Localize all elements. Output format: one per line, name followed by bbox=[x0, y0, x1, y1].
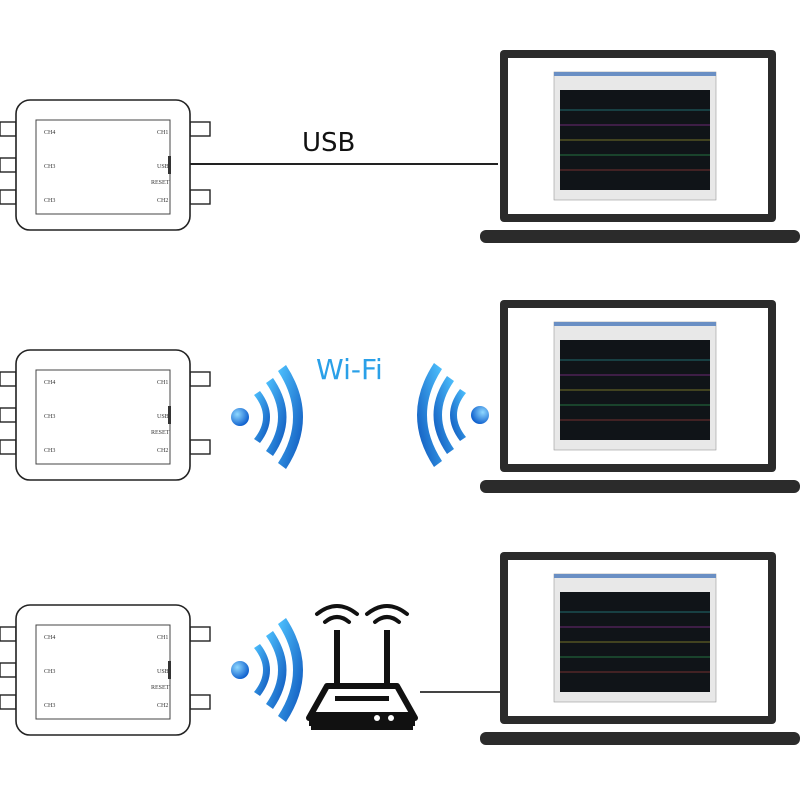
wifi-connection-row: CH4 CH1 CH3 USB RESET CH3 CH2 bbox=[0, 255, 800, 515]
port-label-ch3: CH3 bbox=[44, 164, 55, 170]
router-connection-row: CH4 CH1 CH3 USB RESET CH3 CH2 bbox=[0, 510, 800, 770]
oscilloscope-box-icon: CH4 CH1 CH3 USB RESET CH3 CH2 bbox=[0, 604, 211, 736]
oscilloscope-box-icon: CH4 CH1 CH3 USB RESET CH3 CH2 bbox=[0, 349, 211, 481]
oscilloscope-box-icon: CH4 CH1 CH3 USB RESET CH3 CH2 bbox=[0, 99, 211, 231]
port-label-ch2: CH2 bbox=[157, 198, 168, 204]
connection-label-wifi: Wi-Fi bbox=[316, 353, 383, 386]
port-label-usb: USB bbox=[157, 414, 169, 420]
port-label-reset: RESET bbox=[151, 430, 170, 436]
laptop-icon bbox=[480, 552, 800, 745]
usb-connection-row: CH4 CH1 CH3 USB RESET CH3 CH2 USB bbox=[0, 0, 800, 260]
port-label-ch1: CH1 bbox=[157, 635, 168, 641]
connection-label-usb: USB bbox=[302, 128, 356, 158]
port-label-ch4: CH4 bbox=[44, 380, 55, 386]
port-label-ch3: CH3 bbox=[44, 414, 55, 420]
port-label-ch1: CH1 bbox=[157, 130, 168, 136]
port-label-ch2: CH2 bbox=[157, 448, 168, 454]
laptop-icon bbox=[480, 50, 800, 243]
port-label-reset: RESET bbox=[151, 685, 170, 691]
port-label-reset: RESET bbox=[151, 180, 170, 186]
port-label-ch3-bottom: CH3 bbox=[44, 198, 55, 204]
port-label-ch3-bottom: CH3 bbox=[44, 448, 55, 454]
port-label-usb: USB bbox=[157, 164, 169, 170]
laptop-icon bbox=[480, 300, 800, 493]
port-label-ch3: CH3 bbox=[44, 669, 55, 675]
port-label-ch4: CH4 bbox=[44, 130, 55, 136]
wifi-signal-icon bbox=[231, 365, 303, 469]
router-icon bbox=[306, 604, 418, 730]
wifi-signal-icon bbox=[231, 618, 303, 722]
port-label-ch4: CH4 bbox=[44, 635, 55, 641]
port-label-ch3-bottom: CH3 bbox=[44, 703, 55, 709]
port-label-usb: USB bbox=[157, 669, 169, 675]
wifi-signal-icon bbox=[417, 363, 489, 467]
port-label-ch1: CH1 bbox=[157, 380, 168, 386]
port-label-ch2: CH2 bbox=[157, 703, 168, 709]
